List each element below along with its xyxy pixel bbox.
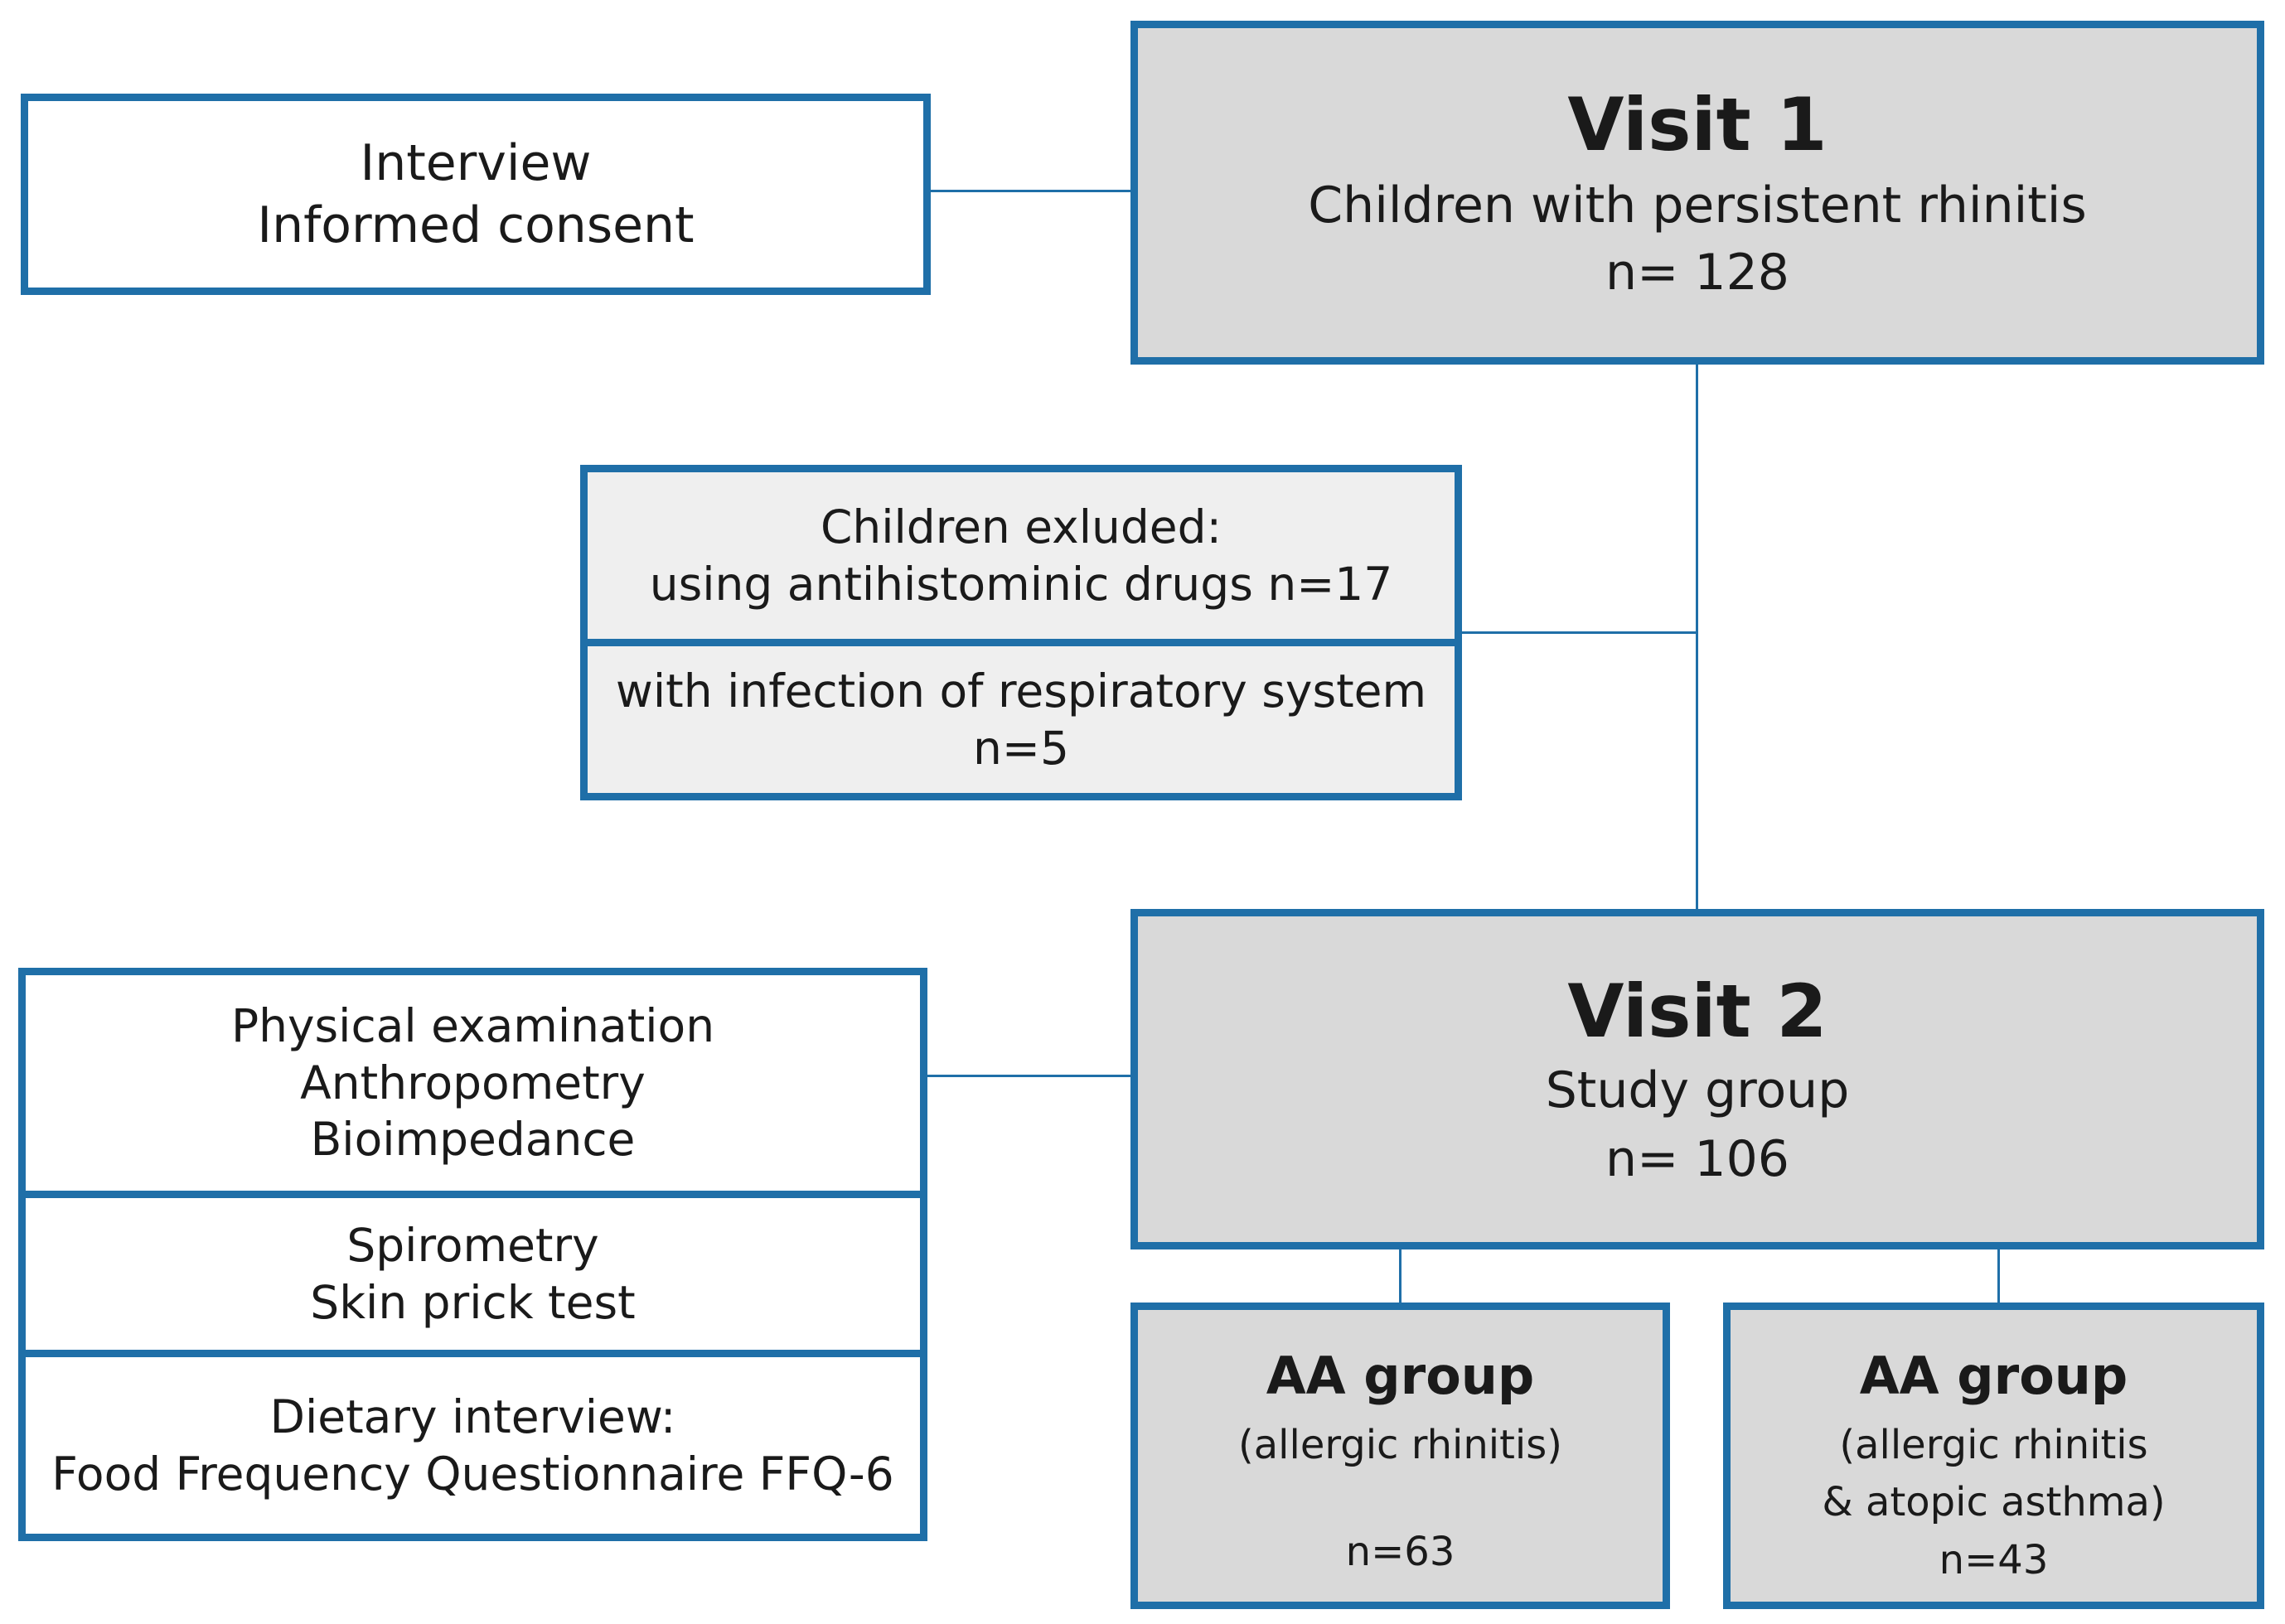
visit2-count: n= 106: [1605, 1130, 1789, 1189]
group-left-box: AA group (allergic rhinitis) n=63: [1130, 1303, 1670, 1609]
interview-box: Interview Informed consent: [21, 94, 931, 295]
group-left-title: AA group: [1266, 1346, 1535, 1406]
visit2-subtitle: Study group: [1545, 1061, 1850, 1120]
informed-consent-label: Informed consent: [257, 196, 695, 254]
visit2-title: Visit 2: [1567, 968, 1828, 1054]
bioimpedance-text: Bioimpedance: [310, 1113, 636, 1167]
group-right-description-line1: (allergic rhinitis: [1839, 1421, 2148, 1468]
connector-visit1-visit2: [1696, 365, 1698, 911]
visit1-subtitle: Children with persistent rhinitis: [1308, 176, 2087, 235]
skin-prick-test-text: Skin prick test: [310, 1275, 636, 1329]
connector-visit2-group-left: [1399, 1247, 1401, 1303]
group-right-count: n=43: [1939, 1536, 2049, 1583]
excluded-infection-count: n=5: [973, 721, 1069, 775]
excluded-box: Children exluded: using antihistominic d…: [580, 465, 1462, 800]
excluded-infection-text: with infection of respiratory system: [615, 664, 1427, 718]
ffq-text: Food Frequency Questionnaire FFQ-6: [51, 1447, 894, 1501]
connector-visit2-group-right: [1997, 1247, 2000, 1303]
visit2-box: Visit 2 Study group n= 106: [1130, 909, 2264, 1249]
visit1-box: Visit 1 Children with persistent rhiniti…: [1130, 21, 2264, 365]
procedures-diet: Dietary interview: Food Frequency Questi…: [26, 1350, 920, 1534]
procedures-box: Physical examination Anthropometry Bioim…: [18, 968, 927, 1541]
anthropometry-text: Anthropometry: [300, 1056, 646, 1109]
connector-interview-visit1: [928, 190, 1131, 192]
group-left-description: (allergic rhinitis): [1238, 1421, 1562, 1468]
visit1-title: Visit 1: [1567, 81, 1828, 167]
group-right-title: AA group: [1859, 1346, 2128, 1406]
procedures-exam: Physical examination Anthropometry Bioim…: [26, 975, 920, 1191]
group-left-count: n=63: [1345, 1529, 1455, 1576]
excluded-infection: with infection of respiratory system n=5: [588, 639, 1455, 793]
connector-procedures-visit2: [924, 1075, 1131, 1077]
visit1-count: n= 128: [1605, 244, 1789, 302]
excluded-heading: Children exluded:: [820, 500, 1222, 553]
interview-label: Interview: [360, 133, 592, 192]
procedures-tests: Spirometry Skin prick test: [26, 1191, 920, 1350]
spirometry-text: Spirometry: [346, 1218, 599, 1272]
group-right-box: AA group (allergic rhinitis & atopic ast…: [1723, 1303, 2264, 1609]
excluded-drugs-text: using antihistominic drugs n=17: [649, 557, 1393, 611]
physical-exam-text: Physical examination: [230, 998, 715, 1052]
connector-excluded: [1459, 631, 1697, 634]
dietary-interview-text: Dietary interview:: [269, 1390, 676, 1443]
group-right-description-line2: & atopic asthma): [1822, 1479, 2166, 1526]
excluded-antihistaminic: Children exluded: using antihistominic d…: [588, 472, 1455, 639]
